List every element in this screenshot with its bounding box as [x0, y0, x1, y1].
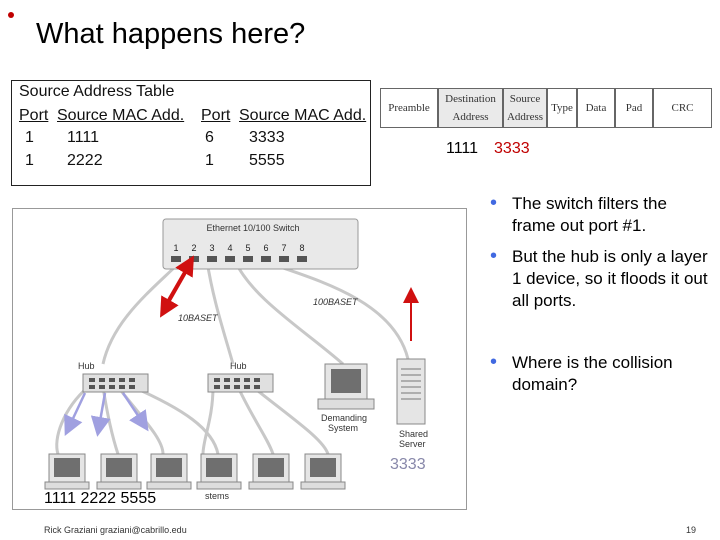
hub-1: Hub [78, 361, 149, 393]
ethernet-switch: Ethernet 10/100 Switch 1 2 3 4 5 6 7 8 [162, 218, 359, 270]
workstation-computer [300, 453, 346, 490]
title-bullet-icon [8, 12, 14, 18]
svg-text:System: System [328, 423, 358, 433]
link-label: 10BASET [178, 313, 219, 323]
bullet-icon: • [490, 245, 498, 267]
arrow-flood [121, 392, 149, 432]
frame-addresses: 1111 3333 [446, 140, 530, 158]
network-diagram: Ethernet 10/100 Switch 1 2 3 4 5 6 7 8 1… [12, 208, 467, 510]
cable [101, 259, 183, 365]
ethernet-frame: Preamble Destination Address Source Addr… [380, 88, 712, 132]
frame-field-crc: CRC [653, 88, 712, 128]
switch-label: Ethernet 10/100 Switch [206, 223, 299, 233]
slide-title: What happens here? [36, 18, 306, 50]
port-label: 3 [209, 243, 214, 253]
cable [262, 259, 410, 360]
network-diagram-svg: Ethernet 10/100 Switch 1 2 3 4 5 6 7 8 1… [44, 218, 428, 501]
hub-2: Hub [207, 361, 274, 393]
frame-field-type: Type [547, 88, 577, 128]
workstation-computer [96, 453, 142, 490]
port-label: 8 [299, 243, 304, 253]
port-label: 7 [281, 243, 286, 253]
col-port-right: Port [201, 107, 231, 124]
port-label: 1 [173, 243, 178, 253]
bullet-icon: • [490, 192, 498, 214]
workstation-computer [44, 453, 90, 490]
workstation-computer [248, 453, 294, 490]
port-label: 2 [191, 243, 196, 253]
table-cell: 1 [205, 152, 214, 169]
cable [252, 385, 330, 455]
bullet-item: •But the hub is only a layer 1 device, s… [490, 245, 708, 310]
arrow-flood [90, 392, 111, 437]
table-cell: 5555 [249, 152, 285, 169]
bullet-item: •Where is the collision domain? [490, 351, 673, 394]
frame-field-destination: Destination Address [438, 88, 503, 128]
svg-text:Hub: Hub [230, 361, 247, 371]
bullet-icon: • [490, 351, 498, 373]
cable [132, 385, 220, 455]
table-cell: 6 [205, 129, 214, 146]
cable [205, 260, 235, 365]
bullet-item: •The switch filters the frame out port #… [490, 192, 667, 235]
arrow-flood [64, 392, 87, 437]
col-mac-right: Source MAC Add. [239, 107, 367, 124]
table-cell: 1 [25, 152, 34, 169]
source-address-table: Source Address Table Port Source MAC Add… [11, 80, 371, 186]
frame-src-address: 3333 [494, 140, 530, 157]
footer-text: Rick Graziani graziani@cabrillo.edu [44, 525, 187, 535]
hosts-address-label: 1111 2222 5555 [44, 490, 157, 507]
server-address-label: 3333 [390, 456, 426, 473]
port-label: 4 [227, 243, 232, 253]
frame-field-data: Data [577, 88, 615, 128]
svg-text:Demanding: Demanding [321, 413, 367, 423]
frame-dest-address: 1111 [446, 140, 479, 157]
svg-text:Server: Server [399, 439, 426, 449]
frame-field-source: Source Address [503, 88, 547, 128]
port-label: 5 [245, 243, 250, 253]
workstation-computer [146, 453, 192, 490]
table-cell: 3333 [249, 129, 285, 146]
cable [201, 386, 215, 455]
shared-server: Shared Server [396, 358, 428, 449]
link-label: 100BASET [313, 297, 359, 307]
cable [236, 386, 275, 455]
demanding-system-computer: Demanding System [317, 363, 375, 433]
frame-field-preamble: Preamble [380, 88, 438, 128]
svg-text:Shared: Shared [399, 429, 428, 439]
frame-field-pad: Pad [615, 88, 653, 128]
port-label: 6 [263, 243, 268, 253]
table-cell: 2222 [67, 152, 103, 169]
svg-text:Hub: Hub [78, 361, 95, 371]
workstation-computer [196, 453, 242, 490]
arrow-to-switch-port [161, 255, 195, 310]
table-heading: Source Address Table [19, 83, 175, 100]
cable [55, 385, 89, 455]
col-mac-left: Source MAC Add. [57, 107, 185, 124]
col-port-left: Port [19, 107, 49, 124]
systems-label: stems [205, 491, 230, 501]
cable [233, 260, 344, 366]
page-number: 19 [686, 525, 697, 535]
table-cell: 1 [25, 129, 34, 146]
table-cell: 1111 [67, 129, 100, 146]
